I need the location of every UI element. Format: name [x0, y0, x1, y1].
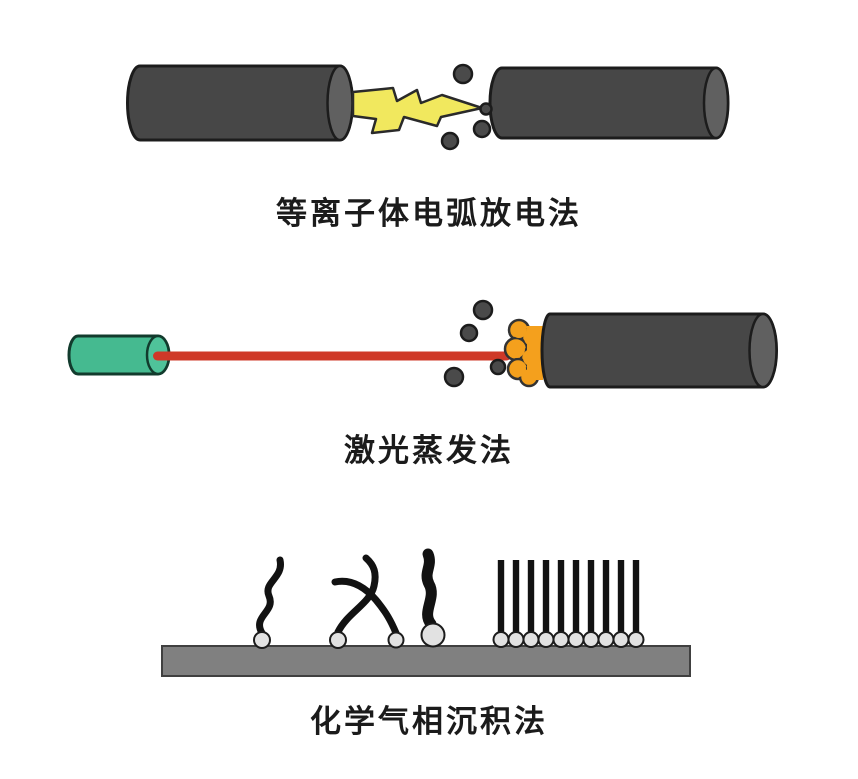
catalyst-particle [582, 631, 600, 648]
caption-laser-evaporation: 激光蒸发法 [344, 433, 514, 468]
laser-beam [153, 351, 511, 361]
left-electrode-cap [326, 64, 354, 142]
left-electrode [126, 64, 354, 142]
arc-discharge-illustration [126, 63, 730, 151]
substrate [161, 645, 691, 677]
aligned-nanotube [512, 560, 520, 642]
left-electrode-body [126, 64, 354, 142]
catalyst-particle [507, 631, 525, 648]
plasma-plume [503, 318, 544, 388]
catalyst-particle [627, 631, 645, 648]
carbon-particle [479, 102, 493, 116]
target-rod-cap [748, 312, 778, 389]
carbon-particle [452, 63, 474, 85]
catalyst-particle [522, 631, 540, 648]
aligned-nanotube [497, 560, 505, 642]
catalyst-particle [552, 631, 570, 648]
aligned-nanotube [632, 560, 640, 642]
carbon-particle [472, 299, 494, 321]
catalyst-particle [567, 631, 585, 648]
catalyst-particle [537, 631, 555, 648]
electric-arc-bolt-icon [351, 86, 484, 135]
target-rod [540, 312, 778, 389]
aligned-nanotube [557, 560, 565, 642]
catalyst-particle [597, 631, 615, 648]
carbon-particle [489, 358, 507, 376]
catalyst-particle [492, 631, 510, 648]
caption-arc-discharge: 等离子体电弧放电法 [276, 196, 582, 231]
carbon-particle [440, 131, 460, 151]
laser-evaporation-illustration [67, 299, 778, 389]
aligned-nanotube [572, 560, 580, 642]
aligned-nanotube [587, 560, 595, 642]
carbon-particle [459, 323, 479, 343]
aligned-nanotube [527, 560, 535, 642]
aligned-nanotube-forest [497, 560, 640, 642]
catalyst-particle [387, 631, 405, 649]
catalyst-particle [253, 631, 271, 649]
aligned-nanotube [617, 560, 625, 642]
curly-nanotube [331, 577, 400, 637]
target-rod-body [540, 312, 778, 389]
thick-curly-nanotube [421, 548, 437, 630]
cvd-illustration [161, 548, 691, 677]
curly-nanotube [334, 554, 379, 636]
carbon-particle [443, 366, 465, 388]
catalyst-particle [420, 622, 446, 648]
catalyst-particle [329, 631, 347, 649]
caption-cvd: 化学气相沉积法 [310, 704, 548, 739]
right-electrode [488, 66, 730, 140]
right-electrode-body [488, 66, 730, 140]
carbon-particle [472, 119, 492, 139]
aligned-nanotube [602, 560, 610, 642]
catalyst-particle [612, 631, 630, 648]
aligned-nanotube [542, 560, 550, 642]
right-electrode-cap [702, 66, 730, 140]
curly-nanotube [256, 556, 284, 637]
